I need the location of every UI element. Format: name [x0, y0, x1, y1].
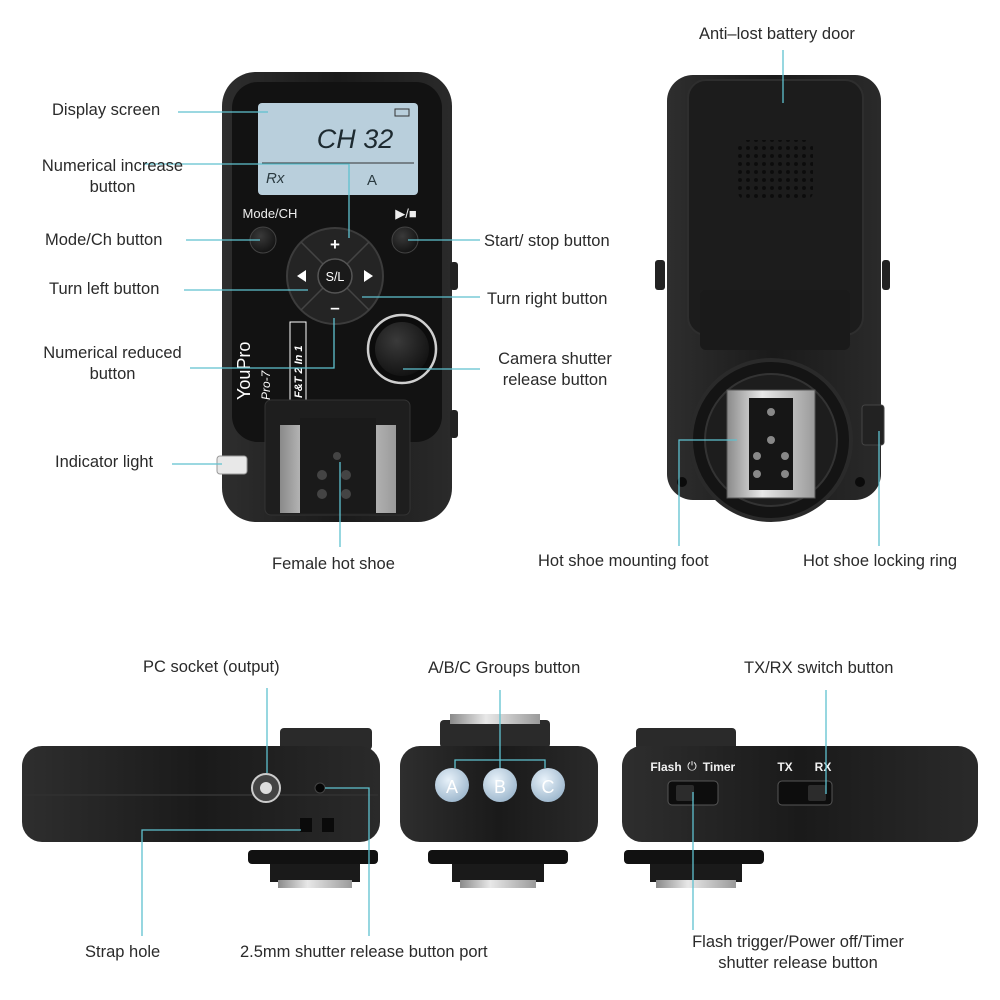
model-name: Pro-7 — [259, 369, 273, 400]
label-camera-shutter: Camera shutter release button — [498, 350, 612, 389]
label-hot-shoe-locking-ring: Hot shoe locking ring — [803, 552, 958, 570]
display-screen — [258, 103, 418, 195]
label-tx-rx-switch-button: TX/RX switch button — [744, 659, 894, 677]
back-view — [655, 75, 890, 522]
right-arrow-icon[interactable] — [364, 270, 373, 282]
svg-text:Timer: Timer — [703, 760, 736, 774]
label-turn-left-button: Turn left button — [49, 280, 160, 298]
side-view-pc-socket — [22, 728, 380, 888]
shutter-port-2-5mm[interactable] — [314, 782, 326, 794]
svg-text:C: C — [542, 777, 555, 797]
group-a-button[interactable] — [435, 768, 469, 802]
label-abc-groups-button: A/B/C Groups button — [428, 659, 581, 677]
svg-text:Flash: Flash — [650, 760, 681, 774]
lcd-rx: Rx — [266, 170, 285, 187]
label-numerical-increase: Numerical increase button — [41, 157, 184, 196]
svg-text:S/L: S/L — [326, 270, 345, 284]
minus-button[interactable]: – — [330, 298, 339, 317]
side-view-switches: Flash ⏻ Timer TX RX — [622, 728, 978, 888]
group-c-button[interactable] — [531, 768, 565, 802]
label-hot-shoe-mounting-foot: Hot shoe mounting foot — [538, 552, 709, 570]
label-strap-hole: Strap hole — [85, 943, 161, 961]
label-flash-trigger: Flash trigger/Power off/Timer shutter re… — [692, 933, 904, 972]
label-display-screen: Display screen — [52, 101, 161, 119]
label-female-hot-shoe: Female hot shoe — [272, 555, 395, 573]
start-stop-label: ▶/■ — [395, 206, 417, 221]
svg-text:B: B — [494, 777, 506, 797]
indicator-light — [216, 455, 248, 475]
left-arrow-icon[interactable] — [297, 270, 306, 282]
model-sub: F&T 2 In 1 — [293, 345, 305, 398]
svg-text:RX: RX — [815, 760, 832, 774]
plus-button[interactable]: + — [330, 235, 340, 254]
lcd-mode: A — [367, 172, 377, 189]
label-start-stop-button: Start/ stop button — [484, 232, 610, 250]
callout-lines — [141, 50, 880, 936]
label-mode-ch-button: Mode/Ch button — [45, 231, 163, 249]
brand-logo: YouPro — [234, 342, 254, 400]
label-indicator-light: Indicator light — [55, 453, 154, 471]
power-icon: ⏻ — [687, 759, 697, 773]
group-b-button[interactable] — [483, 768, 517, 802]
mode-ch-label: Mode/CH — [243, 206, 298, 221]
front-view: CH 32 Rx A Mode/CH ▶/■ + – S/L YouPro Pr… — [216, 72, 458, 522]
label-shutter-port: 2.5mm shutter release button port — [240, 943, 488, 961]
strap-hole — [300, 818, 312, 832]
side-view-abc: A B C — [400, 714, 598, 888]
label-numerical-reduced: Numerical reduced button — [43, 344, 182, 383]
label-pc-socket: PC socket (output) — [143, 658, 280, 676]
label-turn-right-button: Turn right button — [487, 290, 608, 308]
s-l-button[interactable] — [317, 258, 353, 294]
label-anti-lost-battery-door: Anti–lost battery door — [699, 25, 855, 43]
svg-text:TX: TX — [777, 760, 792, 774]
svg-text:A: A — [446, 777, 458, 797]
lcd-channel: CH 32 — [317, 124, 394, 154]
